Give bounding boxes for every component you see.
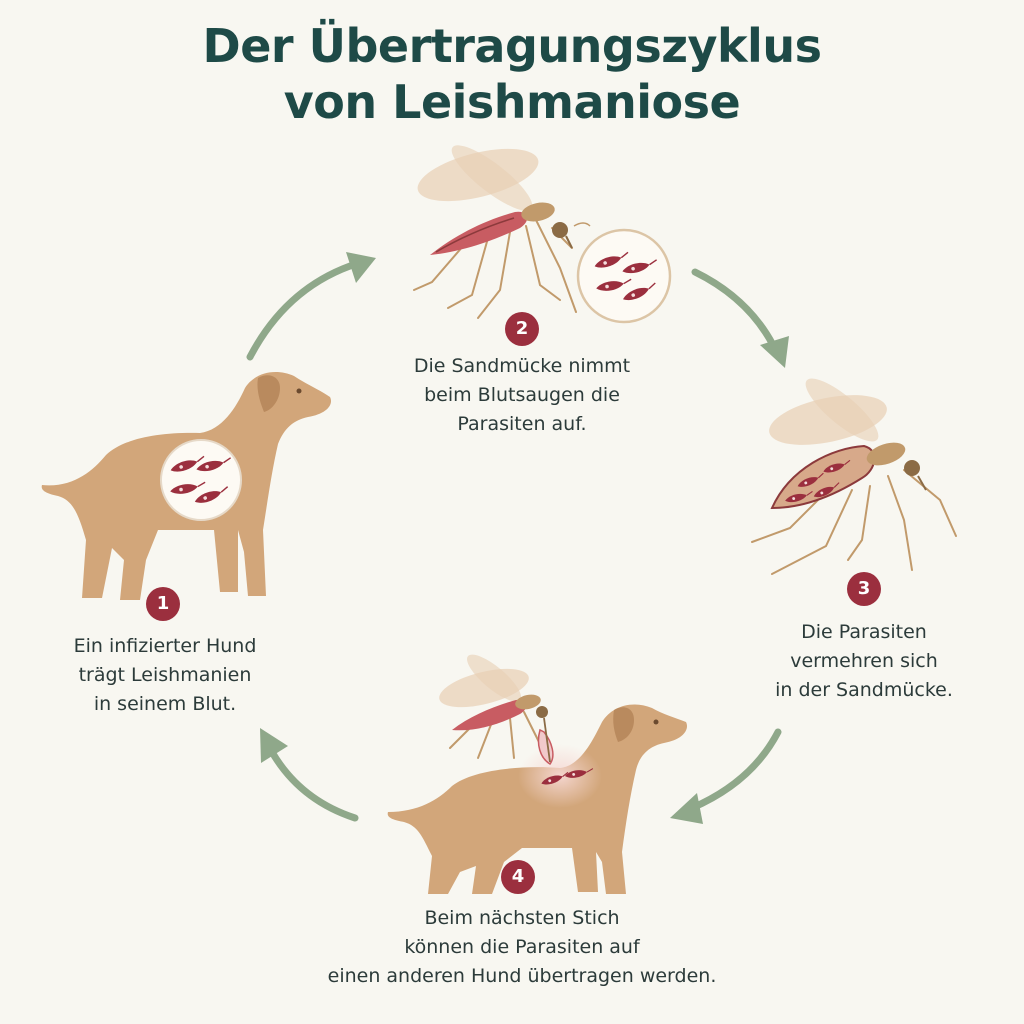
step-3-line-3: in der Sandmücke.: [775, 679, 953, 701]
step-3-line-2: vermehren sich: [790, 650, 938, 672]
step-4-line-3: einen anderen Hund übertragen werden.: [327, 965, 717, 987]
arrow-sandfly-to-sandfly: [691, 268, 789, 368]
step-1-caption: Ein infizierter Hund trägt Leishmanien i…: [40, 632, 290, 719]
bitten-dog-icon: [387, 704, 688, 894]
step-2-caption: Die Sandmücke nimmt beim Blutsaugen die …: [382, 352, 662, 439]
arrow-new-dog-to-dog: [260, 728, 359, 822]
step-3-line-1: Die Parasiten: [801, 621, 927, 643]
step-1-badge: 1: [146, 587, 180, 621]
step-1-line-2: trägt Leishmanien: [78, 664, 252, 686]
step-2-line-1: Die Sandmücke nimmt: [413, 355, 631, 377]
step-1-line-3: in seinem Blut.: [93, 693, 237, 715]
step-3-badge: 3: [847, 572, 881, 606]
step-2-line-3: Parasiten auf.: [457, 413, 587, 435]
sandfly-multiplying-icon: [751, 378, 957, 575]
sandfly-feeding-icon: [413, 145, 672, 324]
step-1-line-1: Ein infizierter Hund: [73, 635, 257, 657]
step-4-line-2: können die Parasiten auf: [404, 936, 640, 958]
title-line-2: von Leishmaniose: [283, 75, 741, 129]
arrow-dog-to-sandfly: [246, 252, 376, 361]
page-title: Der Übertragungszyklus von Leishmaniose: [0, 18, 1024, 130]
sandfly-biting-icon: [439, 654, 554, 765]
step-4-badge: 4: [501, 860, 535, 894]
step-4-line-1: Beim nächsten Stich: [424, 907, 620, 929]
step-2-line-2: beim Blutsaugen die: [424, 384, 620, 406]
step-4-caption: Beim nächsten Stich können die Parasiten…: [262, 904, 782, 991]
step-3-caption: Die Parasiten vermehren sich in der Sand…: [744, 618, 984, 705]
infected-dog-icon: [41, 372, 332, 600]
title-line-1: Der Übertragungszyklus: [202, 19, 822, 73]
arrow-sandfly-to-new-dog: [670, 728, 782, 824]
step-2-badge: 2: [505, 312, 539, 346]
